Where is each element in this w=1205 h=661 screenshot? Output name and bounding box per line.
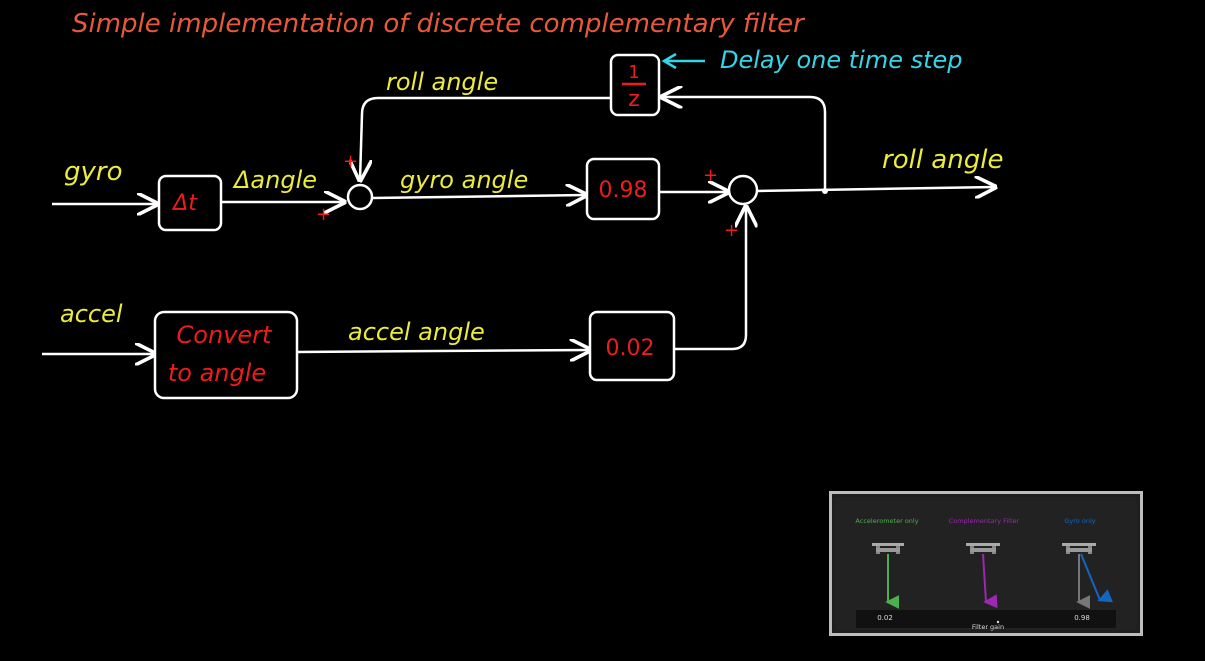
panel-title-gyro: Gyro only <box>1064 517 1095 525</box>
convert-label-line2: to angle <box>168 359 266 387</box>
convert-label-line1: Convert <box>177 321 273 349</box>
wire-002-to-sum <box>674 207 746 351</box>
gyro-arrow <box>1080 553 1114 603</box>
accel-label: accel <box>60 300 123 328</box>
gyro-label: gyro <box>64 157 123 187</box>
gain-098-label: 0.98 <box>599 178 648 203</box>
mount-accelerometer <box>872 543 904 554</box>
inset-panels: Accelerometer only Complementary Filter … <box>835 497 1137 631</box>
wire-accel-angle <box>296 350 590 352</box>
branch-point <box>822 188 828 194</box>
roll-angle-output-label: roll angle <box>882 145 1003 175</box>
gain-002-label: 0.02 <box>606 336 655 361</box>
wire-roll-out <box>757 187 995 191</box>
plus-sign: + <box>316 204 331 225</box>
plus-sign: + <box>724 220 739 241</box>
delay-note-arrow <box>661 52 705 70</box>
inset-scale-bar <box>856 610 1116 628</box>
gyro-angle-label: gyro angle <box>400 166 528 194</box>
panel-title-accelerometer: Accelerometer only <box>855 517 918 525</box>
sum-junction-1 <box>346 183 374 211</box>
panel-title-complementary: Complementary Filter <box>949 517 1020 525</box>
roll-angle-feedback-label: roll angle <box>386 68 498 96</box>
convert-block <box>153 310 299 400</box>
delay-note: Delay one time step <box>720 46 963 74</box>
sum-junction-2 <box>727 174 759 206</box>
wire-gyro-angle <box>372 195 586 198</box>
mount-complementary <box>966 543 1000 554</box>
filter-gain-inset: Accelerometer only Complementary Filter … <box>829 491 1143 636</box>
diagram-title: Simple implementation of discrete comple… <box>72 9 806 39</box>
scale-label: Filter gain <box>972 623 1004 631</box>
wire-delay-to-sum <box>360 96 610 180</box>
delta-angle-label: Δangle <box>232 166 317 194</box>
delay-numerator: 1 <box>628 62 639 83</box>
scale-marker <box>996 620 1000 624</box>
delta-t-block <box>157 174 223 232</box>
wire-feedback-to-delay <box>662 97 827 191</box>
mount-gyro <box>1062 543 1096 554</box>
plus-sign: + <box>343 151 358 172</box>
delta-t-label: Δt <box>171 191 198 216</box>
scale-left-value: 0.02 <box>877 614 893 622</box>
delay-denominator: z <box>628 87 640 112</box>
accel-angle-label: accel angle <box>348 318 485 346</box>
plus-sign: + <box>703 165 718 186</box>
scale-right-value: 0.98 <box>1074 614 1090 622</box>
complementary-arrow <box>982 553 998 609</box>
gain-002-block <box>588 310 676 382</box>
gain-098-block <box>585 157 661 221</box>
